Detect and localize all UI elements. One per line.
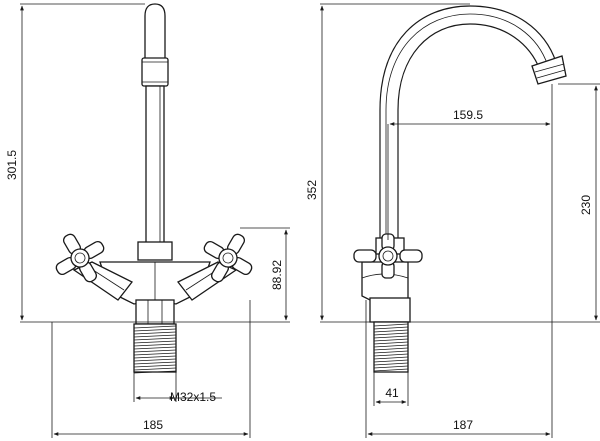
side-total-height-label: 352	[305, 180, 319, 200]
front-right-handle[interactable]	[192, 222, 263, 293]
thread-line	[133, 325, 177, 329]
thread-line	[373, 329, 409, 333]
thread-line	[373, 356, 409, 360]
front-dimensions	[20, 3, 290, 438]
side-thread-shank	[373, 321, 409, 373]
front-handle-height-label: 88.92	[270, 260, 284, 290]
side-depth-label: 187	[453, 418, 473, 432]
thread-line	[373, 347, 409, 351]
thread-line	[373, 341, 409, 345]
thread-line	[133, 337, 177, 341]
thread-line	[133, 334, 177, 338]
thread-line	[373, 368, 409, 372]
front-thread-shank	[133, 323, 177, 374]
front-spout	[137, 3, 173, 261]
thread-line	[133, 349, 177, 353]
side-spout-height-label: 230	[579, 195, 593, 215]
side-view: 159.5 352 230 41 187	[305, 3, 600, 438]
front-left-handle[interactable]	[44, 222, 115, 293]
thread-line	[373, 362, 409, 366]
thread-line	[133, 352, 177, 356]
front-width-label: 185	[143, 418, 163, 432]
side-spout	[379, 5, 567, 240]
front-thread-label: M32x1.5	[170, 390, 216, 404]
side-handle[interactable]	[353, 233, 423, 279]
thread-line	[373, 350, 409, 354]
thread-line	[373, 353, 409, 357]
thread-line	[133, 364, 177, 368]
thread-line	[133, 340, 177, 344]
front-height-label: 301.5	[5, 150, 19, 180]
thread-line	[133, 346, 177, 350]
thread-line	[133, 370, 177, 374]
side-base-width-label: 41	[385, 386, 399, 400]
thread-line	[373, 359, 409, 363]
thread-line	[133, 331, 177, 335]
thread-line	[373, 326, 409, 330]
thread-line	[133, 358, 177, 362]
thread-line	[133, 328, 177, 332]
thread-line	[133, 367, 177, 371]
side-reach-label: 159.5	[453, 108, 483, 122]
thread-line	[373, 365, 409, 369]
thread-line	[133, 343, 177, 347]
thread-line	[373, 335, 409, 339]
thread-line	[373, 332, 409, 336]
front-view: 301.5 88.92 M32x1.5 185	[5, 3, 290, 438]
side-dimensions	[320, 3, 600, 438]
front-body	[72, 261, 238, 325]
thread-line	[373, 323, 409, 327]
thread-line	[133, 355, 177, 359]
thread-line	[373, 344, 409, 348]
thread-line	[373, 338, 409, 342]
thread-line	[133, 361, 177, 365]
